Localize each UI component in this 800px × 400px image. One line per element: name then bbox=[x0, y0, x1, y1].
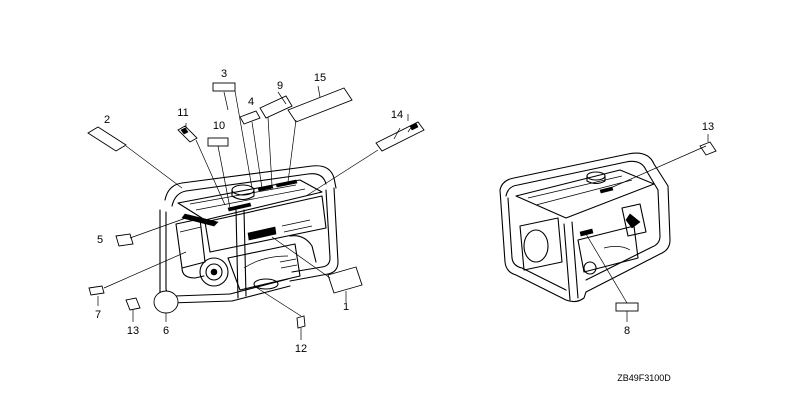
label-part-13-right bbox=[699, 141, 717, 156]
drawing-code: ZB49F3100D bbox=[617, 373, 671, 383]
callout-3: 3 bbox=[221, 68, 227, 80]
label-part-3 bbox=[212, 82, 236, 92]
label-part-8 bbox=[615, 302, 639, 312]
callout-5: 5 bbox=[97, 234, 103, 246]
label-part-5 bbox=[115, 233, 134, 247]
callout-13-right: 13 bbox=[702, 121, 714, 133]
callout-6: 6 bbox=[163, 325, 169, 337]
label-part-10 bbox=[207, 137, 229, 147]
label-part-12 bbox=[296, 315, 306, 329]
label-part-9 bbox=[259, 95, 293, 119]
callout-4: 4 bbox=[248, 96, 254, 108]
callout-14: 14 bbox=[391, 109, 403, 121]
callout-10: 10 bbox=[213, 120, 225, 132]
callout-12: 12 bbox=[295, 343, 307, 355]
label-part-11 bbox=[177, 125, 198, 143]
callout-13-left: 13 bbox=[127, 325, 139, 337]
callout-9: 9 bbox=[277, 80, 283, 92]
callout-11: 11 bbox=[177, 107, 188, 119]
label-part-2 bbox=[87, 126, 127, 152]
leader-lines bbox=[97, 85, 709, 340]
label-part-6 bbox=[153, 290, 179, 314]
label-part-7 bbox=[88, 285, 105, 296]
generator-front-view bbox=[159, 165, 339, 304]
label-part-15 bbox=[287, 87, 353, 123]
callout-2: 2 bbox=[104, 114, 110, 126]
label-part-13-left bbox=[125, 297, 141, 311]
generator-rear-view bbox=[499, 152, 671, 303]
callout-8: 8 bbox=[624, 325, 630, 337]
callout-7: 7 bbox=[95, 309, 101, 321]
label-part-1 bbox=[327, 266, 363, 294]
callout-15: 15 bbox=[314, 72, 326, 84]
callout-1: 1 bbox=[343, 301, 349, 313]
label-part-4 bbox=[239, 110, 261, 125]
